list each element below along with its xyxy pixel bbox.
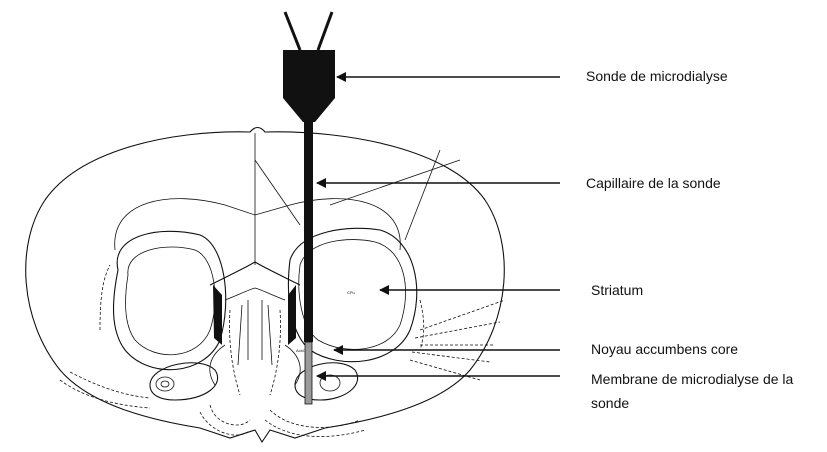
label-nac-core: Noyau accumbens core (591, 339, 738, 359)
probe-membrane (305, 342, 312, 404)
probe-wire-left (285, 12, 300, 50)
probe-body (283, 50, 335, 122)
left-hemisphere-structures (60, 231, 250, 435)
label-probe: Sonde de microdialyse (586, 66, 728, 86)
label-striatum: Striatum (591, 280, 643, 300)
right-hemisphere-structures (265, 228, 424, 436)
probe-capillary (304, 120, 313, 342)
label-membrane: Membrane de microdialyse de la sonde (591, 367, 827, 415)
striatum-atlas-mark: CPu (347, 290, 355, 295)
probe-wire-right (318, 12, 332, 50)
nac-atlas-mark: AcbC (296, 348, 306, 353)
label-arrows (317, 77, 560, 376)
label-capillary: Capillaire de la sonde (586, 173, 721, 193)
microdialysis-probe (283, 12, 335, 404)
coronal-section-outline (26, 128, 505, 443)
